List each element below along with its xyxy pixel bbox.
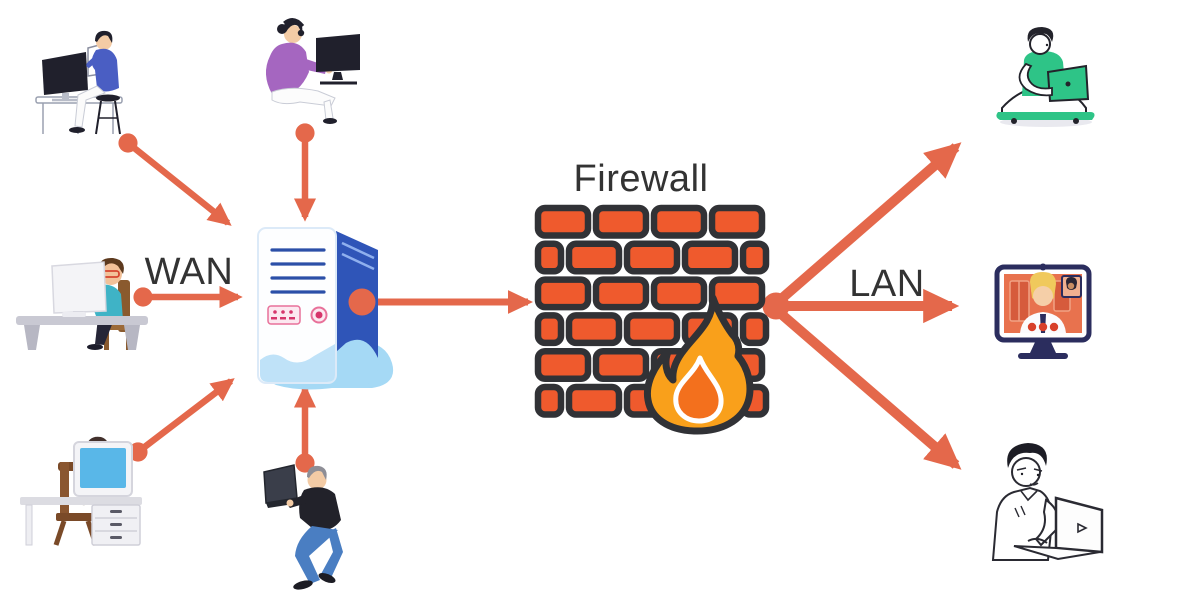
firewall-brick <box>592 347 650 382</box>
call-button <box>1038 322 1048 332</box>
server-out-dot <box>348 288 376 316</box>
firewall-brick <box>739 240 770 275</box>
firewall-brick <box>739 312 770 347</box>
lan-hub-dot <box>762 292 790 320</box>
call-button <box>1049 322 1059 332</box>
lan-arrows <box>762 142 962 470</box>
firewall-brick <box>534 383 565 418</box>
firewall-brick <box>565 240 623 275</box>
firewall-brick <box>650 276 708 311</box>
wan-label: WAN <box>145 251 234 293</box>
lan-client-1-icon <box>996 27 1095 127</box>
wan-client-4-icon <box>265 18 360 124</box>
firewall-brick <box>565 383 623 418</box>
firewall-brick <box>534 347 592 382</box>
firewall-brick <box>534 204 592 239</box>
server-vents <box>270 248 326 294</box>
firewall-brick <box>592 204 650 239</box>
arrow-client1-to-server <box>118 133 232 226</box>
firewall-icon <box>534 204 770 435</box>
monitor-icon <box>316 34 360 72</box>
firewall-brick <box>708 276 766 311</box>
wan-arrows <box>118 123 317 473</box>
lan-client-3-icon <box>991 443 1104 561</box>
wan-client-5-icon <box>263 464 343 590</box>
arrow-client3-to-server <box>128 378 235 462</box>
firewall-brick <box>565 312 623 347</box>
server-ports <box>267 305 301 325</box>
call-button <box>1027 322 1037 332</box>
wan-client-1-icon <box>35 30 123 135</box>
firewall-brick <box>623 312 681 347</box>
firewall-brick <box>534 240 565 275</box>
firewall-brick <box>708 204 766 239</box>
firewall-label: Firewall <box>574 158 709 200</box>
lan-label: LAN <box>849 263 924 305</box>
firewall-brick <box>650 204 708 239</box>
arrow-firewall-to-lan1 <box>776 142 962 304</box>
monitor-icon <box>51 261 107 314</box>
wan-client-2-icon <box>16 257 148 350</box>
firewall-brick <box>534 276 592 311</box>
wan-client-3-icon <box>20 436 142 546</box>
lan-client-2-icon <box>994 263 1092 359</box>
firewall-brick <box>592 276 650 311</box>
firewall-brick <box>681 240 739 275</box>
arrow-firewall-to-lan3 <box>776 309 962 470</box>
firewall-brick <box>623 240 681 275</box>
firewall-brick <box>534 312 565 347</box>
monitor-icon <box>42 52 88 95</box>
server-icon <box>257 227 394 390</box>
laptop-icon <box>263 464 298 504</box>
